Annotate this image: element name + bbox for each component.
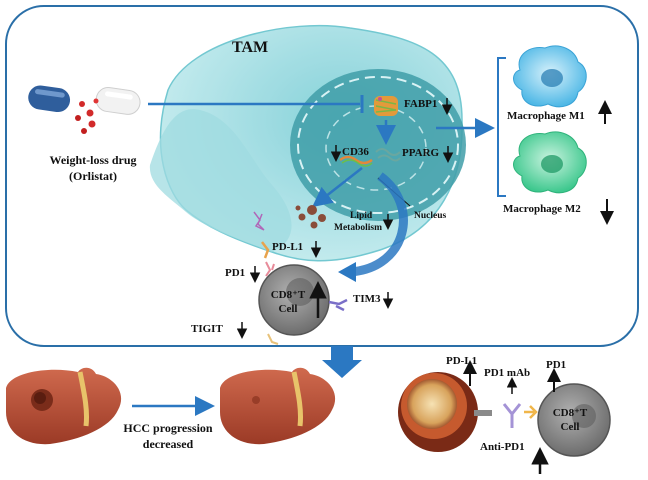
drug-label: Weight-loss drug [49,153,136,167]
t-cell-label-line2: Cell [279,303,298,315]
fabp1-label: FABP1 [404,98,437,110]
curved-arrow-head [338,262,356,282]
therapy-pdl1-label: PD-L1 [446,355,477,367]
cd36-label: CD36 [342,146,369,158]
nucleus-label: Nucleus [414,211,447,221]
antibody-icon [502,403,522,428]
tumor-cell-icon [398,372,492,452]
t-cell-label-line1: CD8⁺T [271,289,306,301]
therapy-pd1-receptor-icon [524,405,538,419]
cd36-to-lipid-arrow [312,167,363,208]
pd1-receptor-icon [265,261,275,277]
orlistat-capsule-icon [28,85,141,134]
pd1-label: PD1 [225,267,245,279]
nucleus [290,69,466,221]
tigit-receptor-icon [267,333,279,345]
pdl1-label: PD-L1 [272,241,303,253]
tam-pseudopod [149,109,292,252]
outcome-line1: HCC progression [123,421,213,435]
pparg-label: PPARG [402,147,440,159]
m1-label: Macrophage M1 [507,110,585,122]
tam-title: TAM [232,39,268,56]
anti-pd1-label: Anti-PD1 [480,441,525,453]
fabp1-protein-icon [374,96,398,116]
pparg-protein-icon [375,148,401,162]
m2-label: Macrophage M2 [503,203,581,215]
therapy-pd1-label: PD1 [546,359,566,371]
lipid-label-line2: Metabolism [334,223,382,233]
tim3-receptor-icon [328,298,348,312]
curved-arrow [349,172,408,277]
therapy-t-cell-label2: Cell [561,421,580,433]
m2-nucleus [541,155,563,173]
tigit-label: TIGIT [191,323,223,335]
liver-healthy-icon [220,367,336,445]
therapy-t-cell-nucleus [572,404,596,428]
outcome-line2: decreased [143,437,194,451]
lipid-label-line1: Lipid [350,211,373,221]
lipid-droplets-icon [295,205,326,229]
tim3-label: TIM3 [353,293,381,305]
pd1-mab-label: PD1 mAb [484,367,530,379]
therapy-t-cell-label1: CD8⁺T [553,407,588,419]
m1-nucleus [541,69,563,87]
down-result-arrow [322,346,362,378]
liver-with-tumor-icon [6,367,122,445]
t-cell-nucleus [286,278,314,306]
macrophage-bracket [497,57,506,197]
receptor-icon [253,211,265,231]
nuclear-envelope [297,76,459,214]
cd36-protein-icon [339,155,373,167]
drug-sublabel: (Orlistat) [69,169,117,183]
pdl1-ligand-icon [261,241,270,259]
